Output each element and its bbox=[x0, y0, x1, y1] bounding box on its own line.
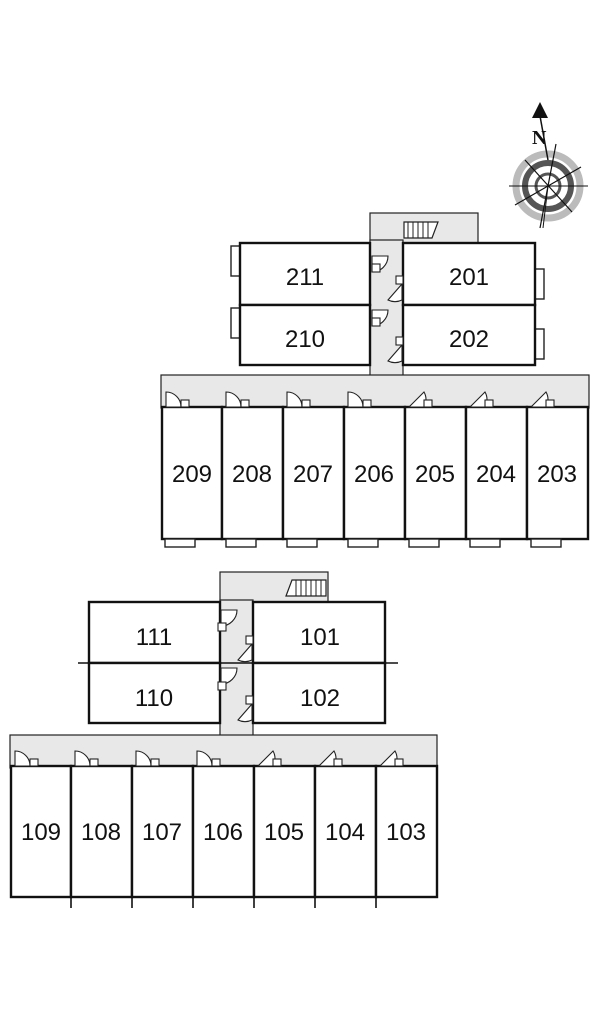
north-label: N bbox=[532, 127, 547, 149]
unit-106: 106 bbox=[191, 764, 256, 899]
unit-211: 211 bbox=[238, 241, 372, 307]
unit-203: 203 bbox=[525, 405, 590, 541]
unit-103: 103 bbox=[374, 764, 439, 899]
door-icon bbox=[371, 309, 389, 327]
unit-105: 105 bbox=[252, 764, 317, 899]
unit-108: 108 bbox=[69, 764, 134, 899]
unit-210: 210 bbox=[238, 303, 372, 367]
unit-number: 208 bbox=[232, 461, 272, 488]
first-floor-building: 111 110 101 102 bbox=[9, 571, 439, 908]
door-icon bbox=[347, 391, 372, 408]
stairs-icon bbox=[403, 221, 439, 239]
unit-104: 104 bbox=[313, 764, 378, 899]
unit-102: 102 bbox=[251, 661, 387, 725]
unit-number: 107 bbox=[142, 819, 182, 846]
door-icon bbox=[217, 667, 238, 691]
door-icon bbox=[165, 391, 190, 408]
door-icon bbox=[317, 750, 343, 767]
stairs-icon bbox=[285, 579, 327, 597]
unit-111: 111 bbox=[87, 600, 222, 665]
second-floor-building: 211 210 201 202 bbox=[160, 212, 590, 548]
door-icon bbox=[237, 695, 254, 723]
unit-107: 107 bbox=[130, 764, 195, 899]
unit-number: 201 bbox=[449, 264, 489, 291]
unit-number: 106 bbox=[203, 819, 243, 846]
door-icon bbox=[237, 635, 254, 663]
unit-206: 206 bbox=[342, 405, 407, 541]
balcony bbox=[225, 538, 257, 548]
door-icon bbox=[468, 391, 494, 408]
door-icon bbox=[74, 750, 99, 767]
unit-number: 108 bbox=[81, 819, 121, 846]
door-icon bbox=[256, 750, 282, 767]
unit-number: 202 bbox=[449, 326, 489, 353]
unit-number: 103 bbox=[386, 819, 426, 846]
unit-208: 208 bbox=[220, 405, 285, 541]
unit-205: 205 bbox=[403, 405, 468, 541]
door-icon bbox=[387, 275, 404, 303]
unit-204: 204 bbox=[464, 405, 529, 541]
door-icon bbox=[135, 750, 160, 767]
door-icon bbox=[529, 391, 555, 408]
unit-number: 209 bbox=[172, 461, 212, 488]
front-corridor bbox=[9, 734, 438, 769]
door-icon bbox=[14, 750, 39, 767]
balcony bbox=[347, 538, 379, 548]
north-arrow bbox=[532, 102, 548, 118]
door-icon bbox=[286, 391, 311, 408]
balcony bbox=[469, 538, 501, 548]
front-corridor bbox=[160, 374, 590, 409]
unit-207: 207 bbox=[281, 405, 346, 541]
unit-202: 202 bbox=[401, 303, 537, 367]
door-icon bbox=[378, 750, 404, 767]
stair-landing bbox=[219, 571, 329, 603]
unit-number: 109 bbox=[21, 819, 61, 846]
door-icon bbox=[217, 609, 238, 632]
unit-number: 102 bbox=[300, 685, 340, 712]
unit-110: 110 bbox=[87, 661, 222, 725]
unit-209: 209 bbox=[160, 405, 224, 541]
unit-number: 105 bbox=[264, 819, 304, 846]
door-icon bbox=[196, 750, 221, 767]
unit-number: 205 bbox=[415, 461, 455, 488]
door-icon bbox=[407, 391, 433, 408]
unit-101: 101 bbox=[251, 600, 387, 665]
unit-number: 104 bbox=[325, 819, 365, 846]
unit-109: 109 bbox=[9, 764, 73, 899]
unit-number: 110 bbox=[135, 685, 173, 712]
balcony bbox=[530, 538, 562, 548]
unit-number: 204 bbox=[476, 461, 516, 488]
unit-number: 207 bbox=[293, 461, 333, 488]
door-icon bbox=[225, 391, 250, 408]
balcony bbox=[164, 538, 196, 548]
unit-201: 201 bbox=[401, 241, 537, 307]
unit-number: 111 bbox=[136, 624, 172, 651]
unit-number: 206 bbox=[354, 461, 394, 488]
door-icon bbox=[371, 255, 389, 273]
unit-number: 211 bbox=[286, 264, 324, 291]
unit-number: 203 bbox=[537, 461, 577, 488]
unit-number: 101 bbox=[300, 624, 340, 651]
door-icon bbox=[387, 336, 404, 364]
balcony bbox=[286, 538, 318, 548]
balcony bbox=[408, 538, 440, 548]
unit-number: 210 bbox=[285, 326, 325, 353]
north-compass-icon: N bbox=[509, 102, 588, 229]
